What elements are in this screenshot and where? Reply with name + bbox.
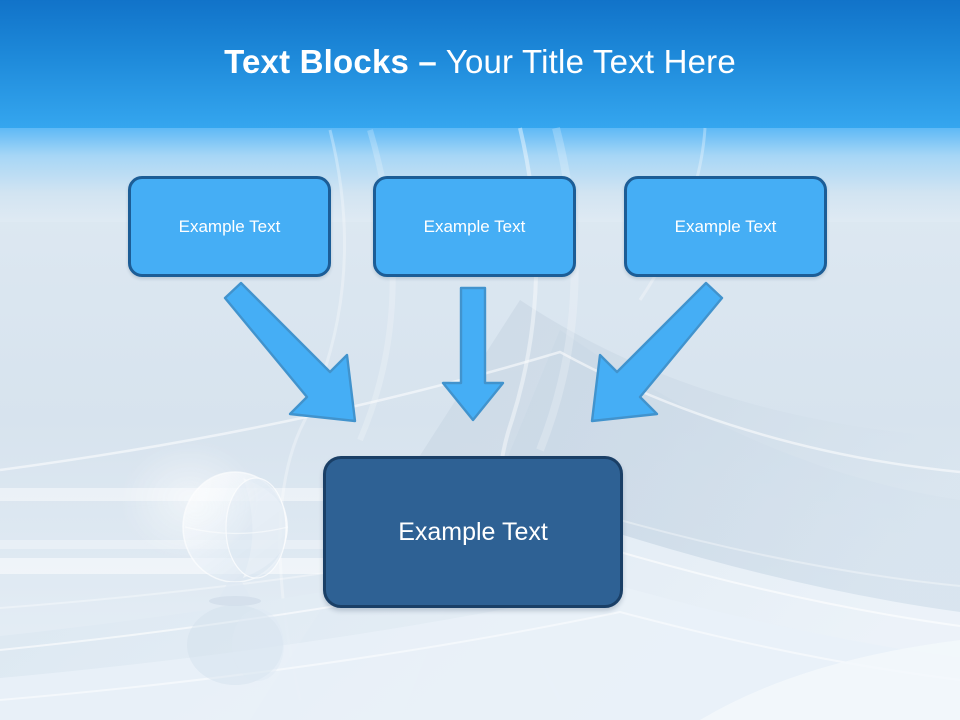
title-bar: Text Blocks – Your Title Text Here xyxy=(0,0,960,128)
arrow-left-diagonal xyxy=(223,281,357,423)
page-title-strong: Text Blocks – xyxy=(224,42,437,80)
text-block-result[interactable]: Example Text xyxy=(323,456,623,608)
text-block-1-label: Example Text xyxy=(178,217,281,236)
text-block-2[interactable]: Example Text xyxy=(373,176,576,277)
text-block-1[interactable]: Example Text xyxy=(128,176,331,277)
text-block-3-label: Example Text xyxy=(674,217,777,236)
text-block-3[interactable]: Example Text xyxy=(624,176,827,277)
text-block-result-label: Example Text xyxy=(398,517,548,546)
page-title: Text Blocks – Your Title Text Here xyxy=(224,45,736,84)
arrow-right-diagonal xyxy=(590,281,724,423)
arrow-middle-vertical xyxy=(441,286,505,422)
page-title-light: Your Title Text Here xyxy=(445,42,736,80)
text-block-2-label: Example Text xyxy=(423,217,526,236)
sphere-ornament-decoration xyxy=(120,440,289,685)
